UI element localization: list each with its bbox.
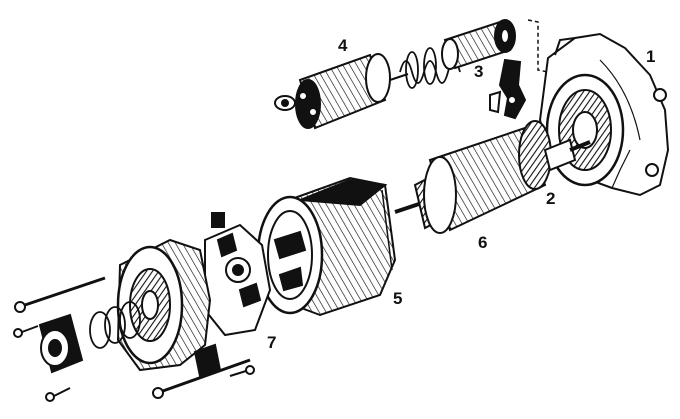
solenoid bbox=[274, 53, 409, 130]
brush-plate bbox=[204, 212, 272, 337]
callout-1: 1 bbox=[646, 47, 656, 66]
solenoid-plunger bbox=[441, 19, 516, 70]
callout-2: 2 bbox=[546, 189, 556, 208]
engagement-lever bbox=[489, 58, 527, 120]
through-bolt-upper bbox=[14, 276, 106, 313]
callout-4: 4 bbox=[338, 36, 348, 55]
end-cover-spring bbox=[89, 301, 141, 349]
callout-3: 3 bbox=[474, 62, 484, 81]
armature bbox=[394, 120, 591, 234]
fixing-screws bbox=[13, 325, 255, 402]
lever-link bbox=[527, 19, 549, 73]
through-bolt-lower bbox=[152, 358, 251, 399]
callout-6: 6 bbox=[478, 233, 488, 252]
yoke-field-housing bbox=[256, 176, 397, 317]
commutator-end-cover bbox=[116, 238, 222, 378]
callout-7: 7 bbox=[267, 333, 277, 352]
callout-5: 5 bbox=[393, 289, 403, 308]
end-cap bbox=[38, 313, 84, 374]
